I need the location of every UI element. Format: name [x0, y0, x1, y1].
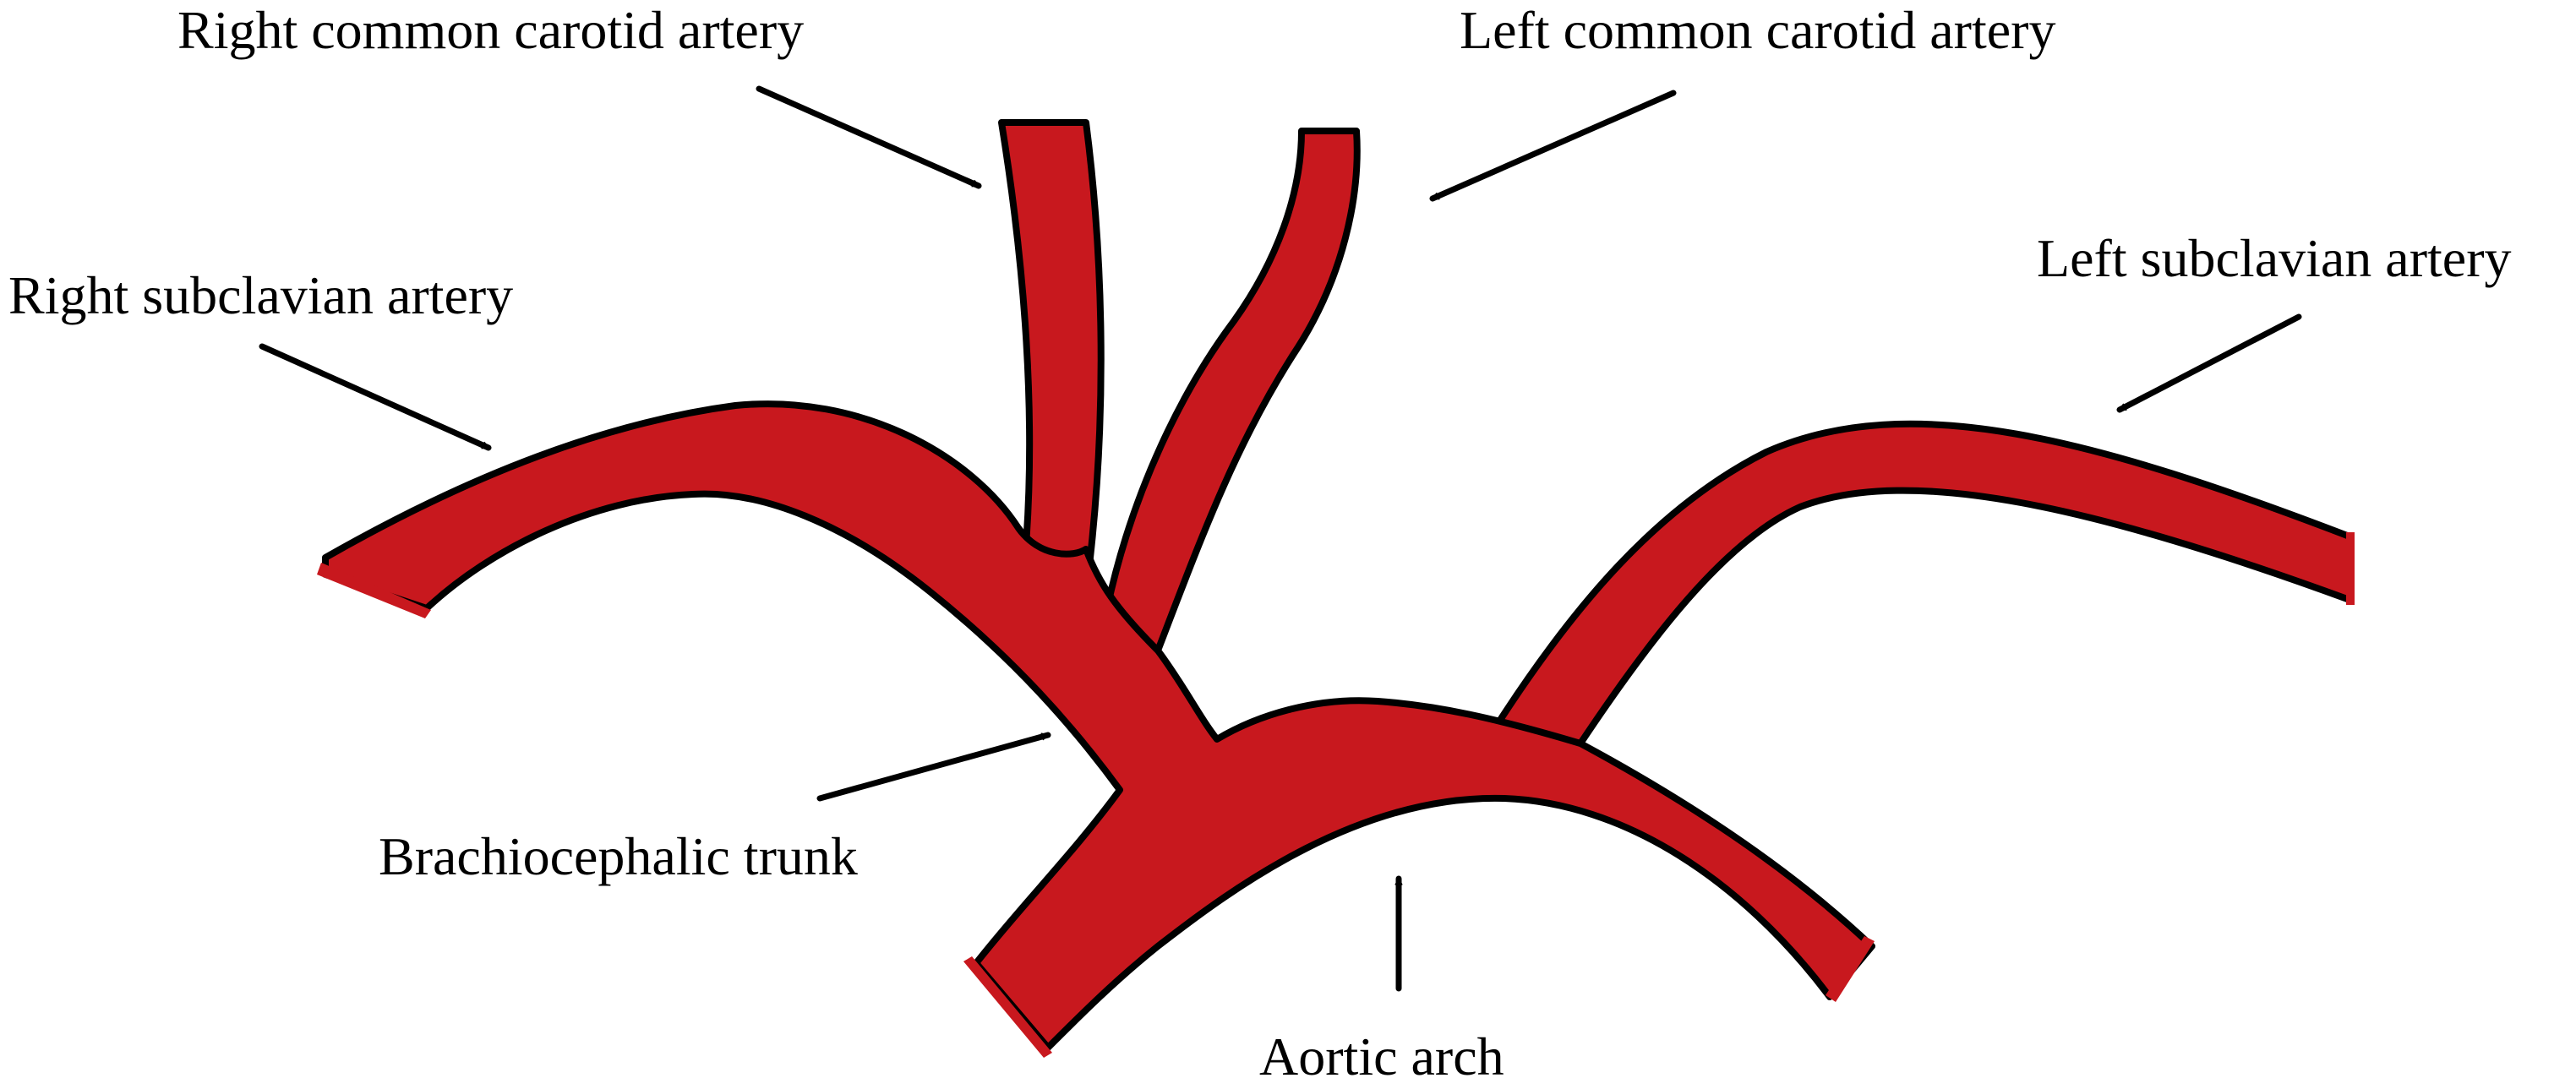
aortic-arch-right-open-end	[1826, 936, 1875, 1002]
label-right-common-carotid-artery: Right common carotid artery	[177, 0, 804, 60]
labels: Right common carotid artery Left common …	[8, 0, 2512, 1086]
pointer-arrows	[259, 85, 2302, 992]
label-aortic-arch: Aortic arch	[1259, 1026, 1504, 1086]
arrow-left-common-carotid	[1429, 90, 1677, 202]
left-subclavian-open-end	[2346, 532, 2355, 605]
arrow-left-subclavian	[2116, 313, 2302, 413]
arrow-brachiocephalic-trunk	[816, 732, 1051, 802]
right-common-carotid-artery	[998, 119, 1105, 586]
label-left-subclavian-artery: Left subclavian artery	[2037, 228, 2512, 288]
label-left-common-carotid-artery: Left common carotid artery	[1460, 0, 2055, 60]
right-subclavian-open-end	[317, 563, 431, 618]
aortic-arch-left-open-end	[963, 956, 1052, 1058]
vessels	[317, 119, 2355, 1058]
arrow-right-subclavian	[259, 343, 492, 451]
left-common-carotid-artery	[1104, 128, 1361, 654]
left-subclavian-artery	[1493, 420, 2353, 747]
label-right-subclavian-artery: Right subclavian artery	[8, 265, 513, 325]
label-brachiocephalic-trunk: Brachiocephalic trunk	[379, 826, 858, 886]
arrow-right-common-carotid	[756, 85, 982, 189]
